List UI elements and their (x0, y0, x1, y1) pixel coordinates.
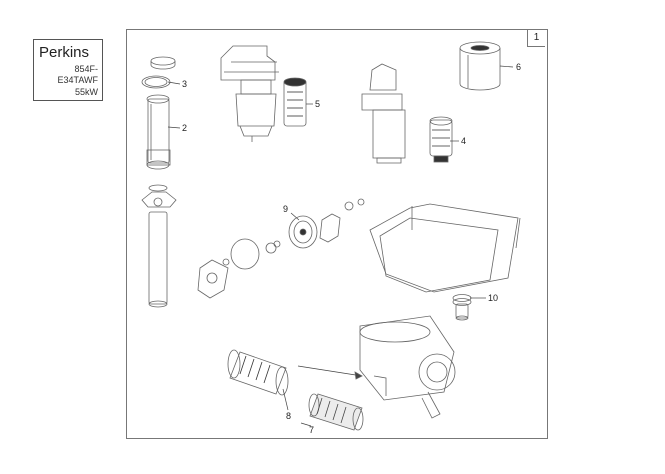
callout-6: 6 (516, 62, 521, 72)
drain-plug (452, 294, 472, 321)
air-filter-cap (141, 56, 176, 170)
filter-housing-lower (141, 184, 177, 308)
callout-10: 10 (488, 293, 498, 303)
callout-8: 8 (286, 411, 291, 421)
engine-label-box: Perkins 854F- E34TAWF 55kW (33, 39, 103, 101)
oil-pan (369, 203, 521, 293)
air-filter-element (308, 393, 364, 431)
spin-on-filter (459, 41, 501, 91)
secondary-filter-assembly (361, 63, 453, 164)
sheet-number: 1 (527, 30, 545, 47)
callout-4: 4 (461, 136, 466, 146)
pump-pulley-group (197, 198, 365, 299)
engine-model-line1: 854F- (74, 64, 98, 74)
callout-5: 5 (315, 99, 320, 109)
callout-7: 7 (309, 425, 314, 435)
assembly-arrow (297, 365, 363, 377)
engine-model-line2: E34TAWF (57, 75, 98, 85)
drawing-frame (126, 29, 548, 439)
engine-brand: Perkins (39, 44, 90, 61)
air-cleaner-assembly (359, 315, 456, 419)
pre-cleaner (227, 349, 289, 396)
callout-2: 2 (182, 123, 187, 133)
callout-9: 9 (283, 204, 288, 214)
callout-3: 3 (182, 79, 187, 89)
engine-power: 55kW (74, 87, 98, 97)
fuel-filter-assembly (220, 45, 307, 142)
